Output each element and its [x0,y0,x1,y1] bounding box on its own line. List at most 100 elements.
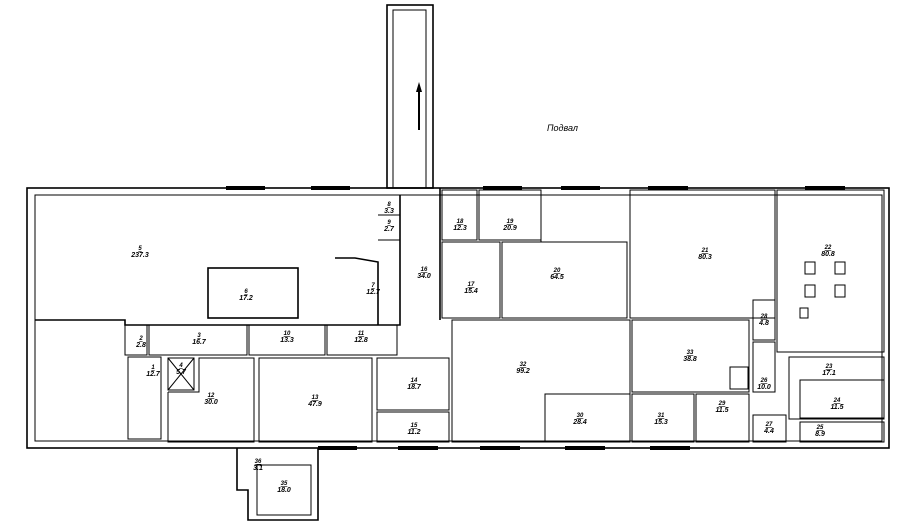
plan-line [776,189,885,353]
plan-line [834,261,846,275]
plan-line [376,357,450,411]
room-28: 284.8 [758,314,769,327]
room-number: 27 [765,422,773,428]
room-number: 8 [387,202,391,208]
room-number: 24 [833,398,841,404]
plan-line [376,411,450,443]
room-area: 11.2 [407,429,420,436]
room-number: 28 [760,314,768,320]
room-area: 11.5 [830,404,843,411]
outer-walls [26,4,890,521]
plan-line [148,324,248,356]
room-area: 30.0 [204,399,218,406]
room-number: 14 [411,378,418,384]
room-number: 30 [577,413,584,419]
room-area: 15.3 [654,419,668,426]
room-area: 80.3 [698,254,712,261]
room-area: 11.5 [715,407,728,414]
plan-line [167,357,195,391]
room-area: 2.8 [135,342,146,349]
room-area: 17.2 [239,295,253,302]
room-area: 18.7 [407,384,422,391]
arrow-up-icon [416,82,422,130]
room-number: 6 [244,289,248,295]
room-number: 7 [371,283,375,289]
room-number: 19 [507,219,514,225]
room-3: 316.7 [192,333,207,346]
room-area: 20.9 [502,225,517,232]
room-area: 99.2 [516,368,530,375]
room-number: 1 [151,365,155,371]
room-number: 32 [520,362,527,368]
plan-line [799,307,809,319]
room-number: 17 [468,282,475,288]
room-number: 33 [687,350,694,356]
room-2: 22.8 [135,336,146,349]
room-number: 13 [312,395,319,401]
plan-line [799,421,885,443]
room-number: 12 [208,393,215,399]
room-1: 112.7 [146,365,161,378]
room-9: 92.7 [383,220,395,233]
room-8: 83.3 [384,202,394,215]
basement-label: Подвал [547,123,578,133]
room-area: 237.3 [130,252,149,259]
plan-line [804,261,816,275]
plan-line [124,324,148,356]
room-area: 12.7 [366,289,381,296]
plan-line [416,82,422,92]
plan-line [441,189,478,241]
room-area: 18.0 [277,487,291,494]
room-number: 36 [255,459,262,465]
room-area: 13.3 [280,337,294,344]
room-number: 16 [421,267,428,273]
room-area: 10.0 [757,384,771,391]
room-number: 35 [281,481,288,487]
plan-line [544,393,631,443]
room-area: 12.3 [453,225,467,232]
plan-line [451,319,631,443]
room-area: 3.1 [253,465,263,472]
room-4: 45.7 [176,363,187,376]
room-area: 34.0 [417,273,431,280]
room-number: 5 [138,246,142,252]
room-area: 64.5 [550,274,564,281]
plan-line [35,195,401,326]
plan-line [629,189,776,319]
room-number: 31 [658,413,665,419]
plan-line [631,393,695,443]
plan-line [26,187,890,449]
room-area: 15.4 [464,288,478,295]
plan-line [167,357,195,391]
plan-line [392,9,427,189]
room-number: 29 [718,401,726,407]
room-number: 23 [825,364,833,370]
interior-walls [35,188,885,443]
room-area: 80.8 [821,251,835,258]
plan-line [501,241,628,319]
plan-line [207,267,299,319]
room-7: 712.7 [366,283,381,296]
windows [226,186,845,450]
plan-line [326,324,398,356]
plan-line [631,319,750,393]
room-area: 8.9 [815,431,825,438]
plan-line [804,284,816,298]
room-area: 2.7 [383,226,395,233]
plan-line [167,357,255,443]
